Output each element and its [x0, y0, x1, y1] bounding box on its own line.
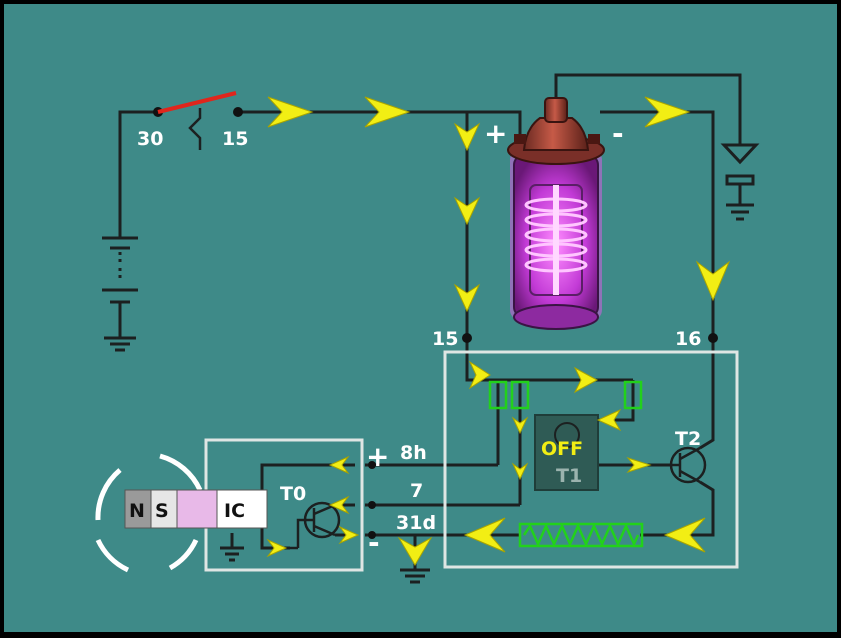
arrow-down-2: [453, 196, 481, 226]
t2-transistor: [669, 446, 707, 484]
t2-emitter: [679, 469, 701, 484]
arrow-8h: [328, 455, 350, 475]
label-t0: T0: [280, 483, 306, 505]
wire-t2-collector: [699, 338, 715, 450]
arrow-r2-a: [511, 416, 529, 435]
arrow-7: [328, 495, 350, 515]
coil-cap: [522, 117, 590, 151]
wire-battery-top: [118, 110, 158, 238]
label-magnet-north: N: [129, 500, 145, 522]
t1-symbol: [554, 422, 580, 448]
arrow-top-3: [644, 96, 691, 128]
label-t2: T2: [675, 428, 701, 450]
wiring: [118, 73, 742, 570]
junction-dots: [153, 107, 718, 539]
arrow-top-2: [364, 96, 411, 128]
label-terminal-31d: 31d: [396, 512, 436, 534]
sense-resistor-zigzag: [522, 522, 640, 548]
sense-resistor: [518, 522, 644, 548]
arrow-t1-t2: [626, 456, 652, 474]
hall-ic: [216, 489, 268, 529]
rotor-arc-2: [159, 453, 203, 492]
arrow-module-in: [468, 360, 491, 390]
label-sensor-plus: +: [366, 440, 389, 473]
t0-base-lead: [296, 518, 314, 548]
wire-coil-minus: [600, 110, 715, 338]
ignition-coil: [507, 97, 605, 330]
label-coil-minus: -: [612, 117, 624, 150]
label-terminal-15-module: 15: [432, 328, 458, 350]
magnet-south: [150, 489, 178, 529]
current-flow-arrows: [266, 96, 731, 566]
resistor-2: [510, 380, 530, 410]
arrow-r3: [596, 408, 622, 432]
battery-symbol: [102, 236, 138, 352]
dot-module-15: [462, 333, 472, 343]
dot-7: [368, 501, 376, 509]
dot-15: [233, 107, 243, 117]
resistor-3: [623, 380, 643, 410]
label-t1: T1: [556, 465, 582, 487]
spark-electrode: [720, 143, 760, 165]
label-off-state: OFF: [541, 438, 583, 460]
label-coil-plus: +: [484, 117, 507, 150]
wire-to-coil-plus: [238, 110, 522, 135]
t0-collector: [313, 503, 336, 516]
dot-16: [708, 333, 718, 343]
t2-circle: [669, 446, 707, 484]
label-terminal-15-switch: 15: [222, 128, 248, 150]
coil-terminal-minus: [588, 134, 600, 144]
ic-ground-symbol: [220, 546, 244, 562]
label-terminal-30: 30: [137, 128, 163, 150]
rotor-arc-4: [95, 538, 130, 573]
arrow-down-3: [453, 283, 481, 313]
coil-tower: [544, 97, 568, 123]
label-terminal-16: 16: [675, 328, 701, 350]
arrow-down-1: [453, 122, 481, 152]
ignition-switch: [157, 91, 237, 150]
arrow-emitter: [663, 517, 706, 553]
dot-31d: [368, 531, 376, 539]
rotor-arc-3: [168, 538, 199, 571]
label-magnet-south: S: [155, 500, 169, 522]
control-module-box: [443, 350, 739, 569]
switch-lever: [157, 91, 237, 114]
arrow-31d-sensor: [338, 525, 360, 545]
arrow-r2-b: [511, 462, 529, 481]
ground-31d-symbol: [400, 568, 430, 584]
dot-8h: [368, 461, 376, 469]
t2-collector: [679, 446, 701, 461]
rotor-arc-1: [95, 468, 122, 521]
arrow-rail: [573, 366, 599, 394]
label-sensor-minus: -: [368, 526, 380, 559]
resistor-leads: [496, 384, 635, 406]
label-terminal-7: 7: [410, 480, 423, 502]
wire-sensor-8h: [260, 463, 355, 495]
arrow-base: [266, 538, 288, 558]
resistor-1: [488, 380, 508, 410]
switch-spring: [188, 108, 202, 150]
magnet-assembly: [95, 453, 268, 573]
label-hall-ic: IC: [224, 500, 245, 522]
t0-transistor: [290, 501, 341, 550]
wire-hv-spark: [554, 73, 742, 145]
bias-resistors: [488, 380, 643, 410]
arrow-down-16: [695, 260, 731, 302]
t0-emitter: [313, 524, 336, 537]
coil-terminal-plus: [514, 134, 526, 144]
label-terminal-8h: 8h: [400, 442, 427, 464]
coil-base: [513, 304, 599, 330]
arrow-ground: [397, 536, 433, 566]
arrow-top-1: [267, 96, 314, 128]
magnet-gap: [176, 489, 218, 529]
arrow-31d: [463, 517, 506, 553]
spark-plug-symbol: [720, 143, 760, 221]
t1-transistor-box: [534, 414, 599, 491]
